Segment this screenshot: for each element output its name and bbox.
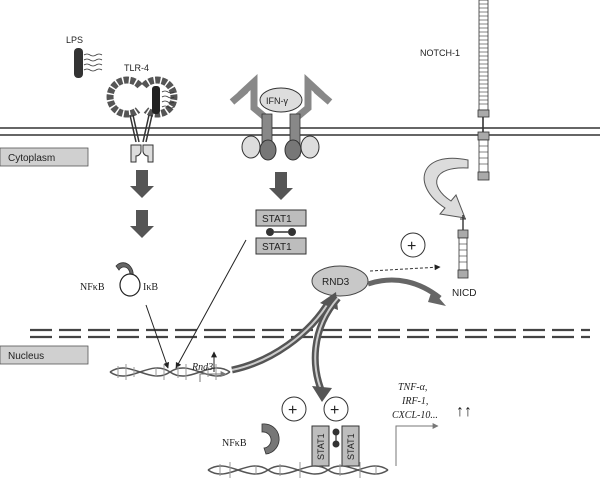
- tlr4-receptor: TLR-4: [106, 63, 178, 163]
- tlr4-down-arrow-1: [130, 170, 154, 198]
- notch-cleavage-arrow: [423, 157, 469, 219]
- targets-line3: CXCL-10...: [392, 410, 438, 421]
- plus-rnd3-label: +: [407, 238, 416, 255]
- notch-label: NOTCH-1: [420, 48, 460, 58]
- lps-label: LPS: [66, 35, 83, 45]
- rnd3-nicd-curve: [367, 277, 442, 300]
- nfkb-nuc-label: NFκB: [222, 438, 247, 449]
- targets-line2: IRF-1,: [401, 396, 428, 407]
- cytoplasm-label-box: Cytoplasm: [0, 147, 89, 167]
- lps-molecule: LPS: [66, 35, 103, 78]
- plus-nfkb: +: [281, 396, 307, 422]
- target-gene-dna: [207, 423, 439, 478]
- ifn-label: IFN-γ: [266, 96, 288, 106]
- targets-line1: TNF-α,: [398, 382, 427, 393]
- plus-nfkb-label: +: [288, 402, 297, 419]
- rnd3-to-stat-arrowhead: [312, 386, 332, 402]
- nucleus-label: Nucleus: [8, 351, 44, 362]
- rnd3-nicd-arrowhead: [428, 290, 446, 306]
- nfkb-nuclear: NFκB: [222, 423, 280, 455]
- nicd-label: NICD: [452, 288, 476, 299]
- ifn-down-arrow: [269, 172, 293, 200]
- upregulation-arrows: ↑↑: [456, 403, 472, 420]
- nucleus-label-box: Nucleus: [0, 345, 89, 365]
- tlr4-down-arrow-2: [130, 210, 154, 238]
- plus-stat-label: +: [330, 402, 339, 419]
- plus-rnd3-nicd: +: [400, 232, 426, 258]
- stat1-to-gene-arrow: [175, 239, 247, 369]
- plus-stat: +: [323, 396, 349, 422]
- nfkb-to-gene-arrow: [145, 304, 170, 369]
- stat1-dimer-a-label: STAT1: [316, 433, 326, 460]
- stat1-dimer-cytoplasm: STAT1 STAT1: [255, 209, 307, 255]
- cytoplasm-label: Cytoplasm: [8, 153, 55, 164]
- ikb-label: IκB: [143, 282, 158, 293]
- rnd3-to-nicd-arrow: [369, 264, 441, 272]
- stat1-dimer-b-label: STAT1: [346, 433, 356, 460]
- stat1-top-label: STAT1: [262, 214, 292, 225]
- stat1-dimer-nucleus: STAT1 STAT1: [311, 425, 360, 467]
- nicd-fragment: NICD: [452, 215, 476, 299]
- stat1-bottom-label: STAT1: [262, 242, 292, 253]
- target-genes: TNF-α, IRF-1, CXCL-10... ↑↑: [392, 382, 472, 421]
- ifn-gamma-receptor: IFN-γ: [229, 73, 333, 161]
- nfkb-cyto-label: NFκB: [80, 282, 105, 293]
- notch1-receptor: NOTCH-1: [420, 0, 490, 181]
- rnd3-gene-label: Rnd3: [191, 362, 213, 373]
- nfkb-ikb-complex: NFκB IκB: [80, 262, 158, 297]
- rnd3-protein: RND3: [311, 265, 369, 297]
- rnd3-protein-label: RND3: [322, 277, 350, 288]
- rnd3-gene-dna: Rnd3: [109, 351, 231, 382]
- tlr4-label: TLR-4: [124, 63, 149, 73]
